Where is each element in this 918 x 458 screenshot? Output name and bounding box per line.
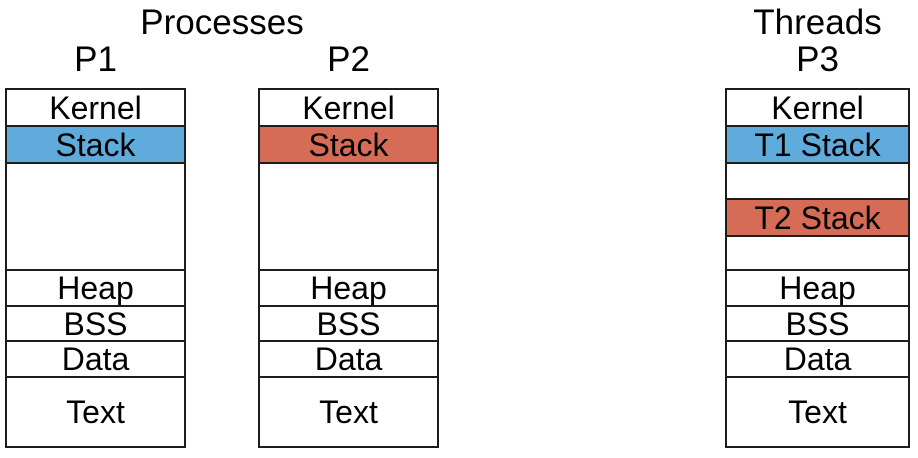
p3-heap-segment: Heap bbox=[727, 269, 908, 305]
p2-kernel-segment: Kernel bbox=[260, 90, 437, 125]
p1-data-segment: Data bbox=[7, 340, 184, 376]
p3-t1-stack-segment: T1 Stack bbox=[727, 125, 908, 162]
p3-data-segment: Data bbox=[727, 340, 908, 376]
p2-bss-segment: BSS bbox=[260, 305, 437, 340]
p1-stack-segment: Stack bbox=[7, 125, 184, 162]
p1-column-label: P1 bbox=[74, 40, 117, 79]
p1-memory-column: Kernel Stack Heap BSS Data Text bbox=[5, 88, 186, 448]
p1-kernel-segment: Kernel bbox=[7, 90, 184, 125]
p2-data-segment: Data bbox=[260, 340, 437, 376]
p2-text-segment: Text bbox=[260, 376, 437, 446]
p2-free-space-segment bbox=[260, 162, 437, 269]
p3-free-space-segment-2 bbox=[727, 235, 908, 269]
p3-t2-stack-segment: T2 Stack bbox=[727, 198, 908, 235]
threads-group-title: Threads bbox=[753, 3, 882, 42]
p2-memory-column: Kernel Stack Heap BSS Data Text bbox=[258, 88, 439, 448]
p1-free-space-segment bbox=[7, 162, 184, 269]
p3-free-space-segment-1 bbox=[727, 162, 908, 198]
p3-column-label: P3 bbox=[796, 40, 839, 79]
p2-column-label: P2 bbox=[327, 40, 370, 79]
p3-bss-segment: BSS bbox=[727, 305, 908, 340]
p2-stack-segment: Stack bbox=[260, 125, 437, 162]
p3-text-segment: Text bbox=[727, 376, 908, 446]
processes-group-title: Processes bbox=[140, 3, 304, 42]
p2-heap-segment: Heap bbox=[260, 269, 437, 305]
p3-memory-column: Kernel T1 Stack T2 Stack Heap BSS Data T… bbox=[725, 88, 910, 448]
p1-bss-segment: BSS bbox=[7, 305, 184, 340]
p1-text-segment: Text bbox=[7, 376, 184, 446]
p3-kernel-segment: Kernel bbox=[727, 90, 908, 125]
p1-heap-segment: Heap bbox=[7, 269, 184, 305]
